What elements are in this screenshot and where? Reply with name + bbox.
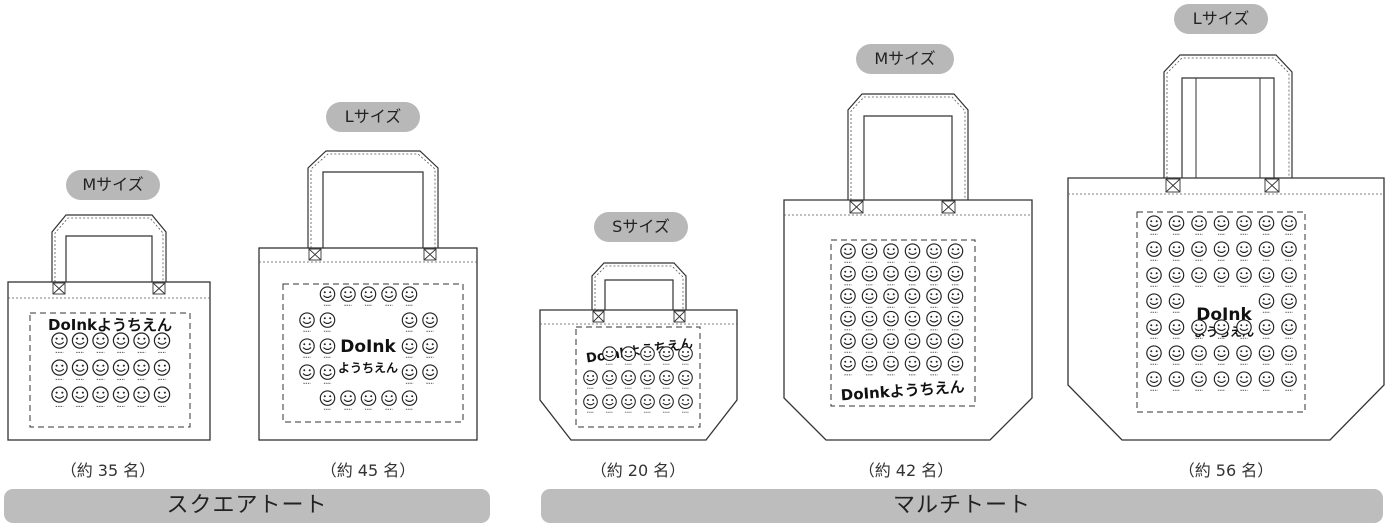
logo-text: DoInk [340, 337, 396, 357]
logo-text: DoInkようちえん [48, 316, 172, 334]
bag-square-m: DoInkようちえん [7, 214, 211, 441]
group-square-tote: スクエアトート [4, 489, 490, 523]
size-label-bag-2: Lサイズ [326, 102, 420, 132]
size-label-bag-3: Sサイズ [594, 212, 688, 242]
capacity-bag-5: （約 56 名） [1178, 461, 1274, 480]
logo-text: DoInk [1196, 305, 1252, 325]
capacity-bag-4: （約 42 名） [858, 461, 954, 480]
group-multi-tote: マルチトート [541, 489, 1383, 523]
capacity-bag-3: （約 20 名） [590, 461, 686, 480]
bag-multi-l: DoInk ようちえん [1067, 54, 1385, 441]
bag-multi-m: DoInkようちえん [783, 93, 1033, 441]
bag-square-l: DoInk ようちえん [258, 150, 478, 441]
size-label-bag-4: Mサイズ [856, 44, 954, 74]
size-label-bag-1: Mサイズ [66, 170, 160, 200]
bag-multi-s: DoInkようちえん [539, 262, 738, 441]
size-label-bag-5: Lサイズ [1174, 4, 1268, 34]
logo-kana-text: ようちえん [338, 361, 398, 375]
capacity-bag-2: （約 45 名） [320, 461, 416, 480]
capacity-bag-1: （約 35 名） [60, 461, 156, 480]
